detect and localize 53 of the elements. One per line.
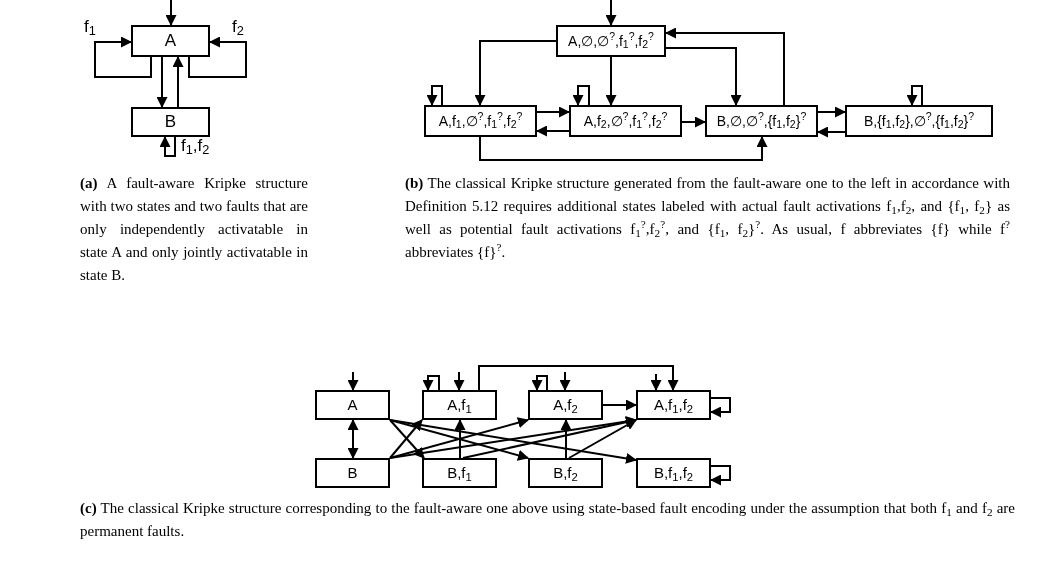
arrow: [906, 85, 923, 106]
arrow: [817, 106, 846, 118]
arrow: [479, 136, 768, 161]
arrow: [536, 125, 570, 137]
arrow: [478, 365, 679, 391]
arrow: [560, 419, 572, 459]
state-box: B,f$_{1}$: [422, 458, 497, 488]
arrow: [605, 0, 617, 26]
arrow: [172, 56, 184, 108]
state-box: A,f$_{1}$,f$_{2}$: [636, 390, 711, 420]
arrow: [665, 27, 785, 106]
arrow: [347, 371, 359, 391]
arrow: [602, 399, 637, 411]
arrow: [422, 375, 440, 391]
edge-label: f$_{2}$: [232, 18, 244, 35]
arrow: [710, 465, 731, 486]
arrow: [536, 106, 570, 118]
caption: (b) The classical Kripke structure generated from the fault-aware one to the left in accordance with Definition 5.12 requires additional states labeled with actual fault activations f$_{1}$,f$_{2}$, and {f$_{1}$, f$_{2}$} as well as potential fault activations f$_{1}$$^{?}$,f$_{2}$$^{?}$, and {f$_{1}$, f$_{2}$}$^{?}$. As usual, f abbreviates {f} while f$^{?}$ abbreviates {f}$^{?}$.: [405, 174, 1010, 262]
state-box: A,f$_{1}$: [422, 390, 497, 420]
state-box: B: [315, 458, 390, 488]
arrow: [474, 40, 557, 106]
arrow: [531, 375, 548, 391]
arrow: [462, 416, 637, 459]
arrow: [572, 85, 590, 106]
state-box: A: [131, 25, 210, 57]
state-box: B,∅,∅$^{?}$,{f$_{1}$,f$_{2}$}$^{?}$: [705, 105, 818, 137]
edge-label: f$_{1}$,f$_{2}$: [181, 137, 210, 154]
arrow: [559, 371, 571, 391]
arrow: [454, 419, 466, 459]
arrow: [605, 56, 617, 106]
state-box: B,f$_{2}$: [528, 458, 603, 488]
arrow: [710, 397, 731, 418]
state-box: A: [315, 390, 390, 420]
arrow: [817, 126, 846, 138]
state-box: A,f$_{2}$: [528, 390, 603, 420]
arrow: [165, 0, 177, 26]
edge-label: f$_{1}$: [84, 18, 96, 35]
arrow: [568, 419, 637, 459]
arrow: [94, 36, 152, 78]
caption: (c) The classical Kripke structure corresponding to the fault-aware one above using state-based fault encoding under the assumption that both f$_{1}$ and f$_{2}$ are permanent faults.: [80, 499, 1015, 541]
arrow: [453, 371, 465, 391]
arrow: [156, 56, 168, 108]
arrow: [681, 116, 706, 128]
arrow: [665, 47, 742, 106]
arrow: [426, 85, 443, 106]
state-box: B,{f$_{1}$,f$_{2}$},∅$^{?}$,{f$_{1}$,f$_{2}$}$^{?}$: [845, 105, 993, 137]
state-box: B,f$_{1}$,f$_{2}$: [636, 458, 711, 488]
arrow: [347, 419, 359, 459]
arrow: [188, 36, 247, 78]
state-box: B: [131, 107, 210, 137]
arrow: [159, 136, 176, 157]
arrow: [650, 373, 662, 391]
caption: (a) A fault-aware Kripke structure with two states and two faults that are only independently activatable in state A and only jointly activatable in state B.: [80, 174, 308, 285]
